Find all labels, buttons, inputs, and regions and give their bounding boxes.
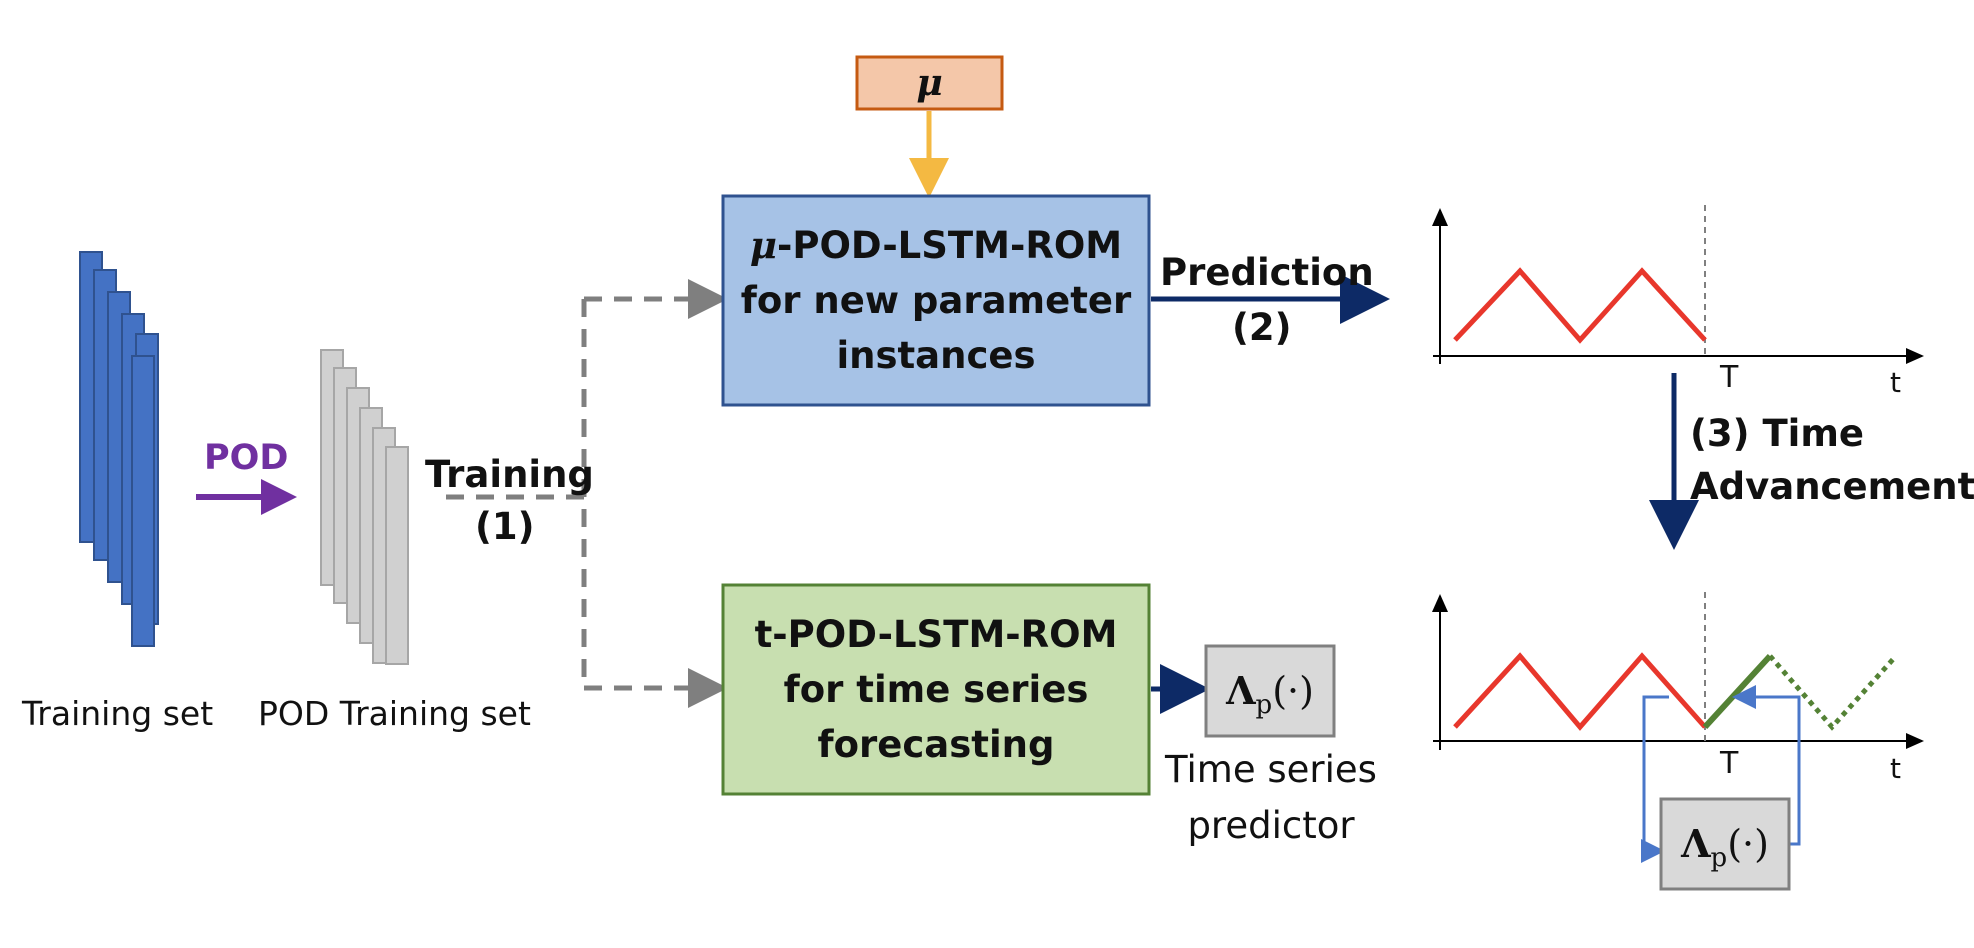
bottom-signal-red: [1453, 652, 1707, 731]
t-rom-line2: for time series: [783, 668, 1089, 711]
mu-rom-line3: instances: [836, 334, 1036, 377]
pod-arrow-label: POD: [204, 438, 289, 478]
loop-predictor-formula: Λp(·): [1661, 799, 1789, 889]
loop-lambda-args: (·): [1727, 822, 1769, 866]
predictor-formula: Λp(·): [1206, 646, 1334, 736]
bottom-time-plot: [1432, 592, 1924, 750]
training-set-stack: [79, 251, 159, 647]
lambda-subscript: p: [1255, 690, 1273, 721]
training-step-label: Training: [425, 453, 594, 496]
lambda-args: (·): [1272, 669, 1314, 713]
top-signal-red: [1453, 267, 1707, 344]
top-t-label: t: [1890, 366, 1901, 399]
loop-output-path: [1732, 685, 1801, 846]
mu-box: [855, 55, 1004, 111]
t-rom-text: t-POD-LSTM-ROM for time series forecasti…: [723, 585, 1149, 794]
top-time-plot: [1432, 205, 1924, 364]
loop-lambda-subscript: p: [1710, 843, 1728, 874]
bottom-signal-green-dotted: [1768, 654, 1898, 731]
loop-input-path: [1641, 695, 1669, 863]
prediction-step-label: Prediction: [1160, 251, 1374, 294]
mu-rom-line1: μ-POD-LSTM-ROM: [741, 218, 1132, 273]
training-set-label: Training set: [22, 694, 214, 733]
mu-rom-text: μ-POD-LSTM-ROM for new parameter instanc…: [723, 196, 1149, 405]
bottom-t-label: t: [1890, 752, 1901, 785]
predictor-caption-line1: Time series: [1165, 748, 1377, 791]
bottom-signal-green: [1702, 653, 1773, 730]
lambda-symbol: Λ: [1226, 668, 1256, 713]
loop-predictor-box: [1659, 797, 1791, 891]
predictor-caption-line2: predictor: [1187, 804, 1355, 847]
mu-rom-mu: μ: [749, 223, 777, 267]
time-advancement-line2: Advancement: [1690, 465, 1974, 508]
t-rom-line1: t-POD-LSTM-ROM: [754, 613, 1118, 656]
prediction-step-number: (2): [1232, 306, 1292, 349]
snapshot-bar: [131, 355, 155, 647]
training-step-number: (1): [475, 505, 535, 548]
top-T-label: T: [1720, 360, 1739, 395]
bottom-T-label: T: [1720, 746, 1739, 781]
feedback-loop: [1641, 685, 1801, 863]
mu-rom-title: -POD-LSTM-ROM: [777, 224, 1123, 267]
pod-training-set-label: POD Training set: [258, 694, 531, 733]
mu-symbol: μ: [916, 62, 943, 104]
mu-rom-line2: for new parameter: [740, 279, 1132, 322]
training-connectors: [446, 279, 728, 708]
mu-rom-box: [721, 194, 1151, 407]
predictor-box: [1204, 644, 1336, 738]
time-advancement-line1: (3) Time: [1690, 412, 1865, 455]
pod-snapshot-bar: [385, 446, 409, 665]
t-rom-box: [721, 583, 1151, 796]
loop-lambda-symbol: Λ: [1681, 821, 1711, 866]
pod-training-set-stack: [320, 349, 409, 665]
t-rom-line3: forecasting: [817, 723, 1055, 766]
